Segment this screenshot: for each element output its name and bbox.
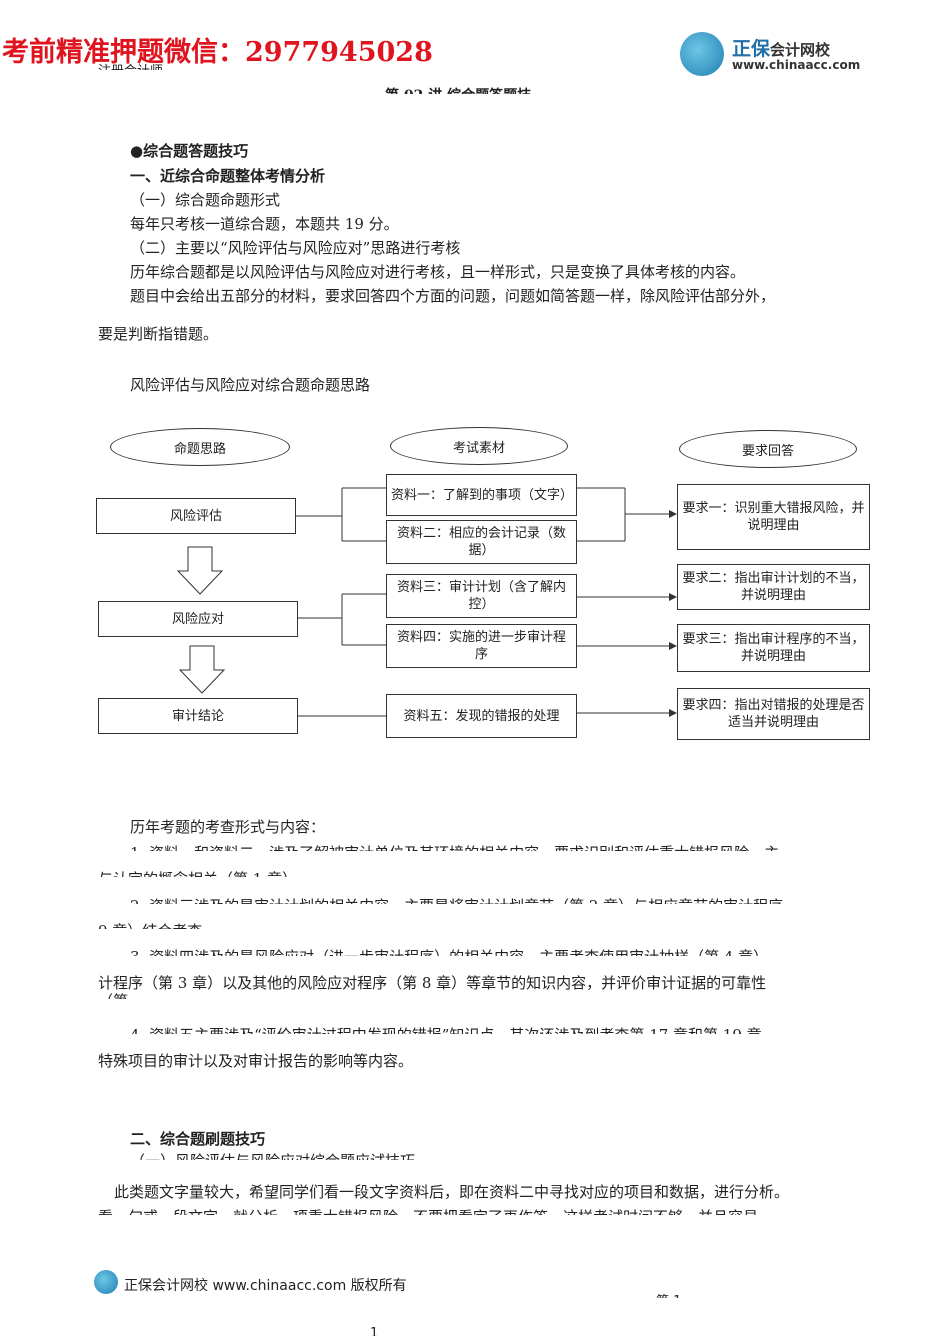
watermark-text: 考前精准押题微信：2977945028 <box>2 37 433 68</box>
box-risk-assessment: 风险评估 <box>96 498 296 534</box>
heading-1: 一、近综合命题整体考情分析 <box>130 167 326 185</box>
cut-line: （第 <box>98 990 128 999</box>
box-requirement-3: 要求三：指出审计程序的不当，并说明理由 <box>677 624 870 672</box>
paragraph: 特殊项目的审计以及对审计报告的影响等内容。 <box>98 1052 414 1070</box>
cut-line: 与认定的概念相关（第 1 章） <box>98 868 297 877</box>
box-risk-response: 风险应对 <box>98 601 298 637</box>
box-requirement-2: 要求二：指出审计计划的不当，并说明理由 <box>677 564 870 610</box>
logo-icon <box>680 32 724 76</box>
box-requirement-1: 要求一：识别重大错报风险，并说明理由 <box>677 484 870 550</box>
box-material-5: 资料五：发现的错报的处理 <box>386 694 577 738</box>
box-requirement-4: 要求四：指出对错报的处理是否适当并说明理由 <box>677 688 870 740</box>
header-left-cut: 注册会计师 <box>98 60 163 70</box>
logo-name: 正保 <box>732 38 771 60</box>
history-title: 历年考题的考查形式与内容： <box>130 818 326 836</box>
box-material-1: 资料一：了解到的事项（文字） <box>386 474 577 516</box>
chinaacc-logo[interactable]: 正保会计网校 www.chinaacc.com <box>680 30 880 80</box>
footer-page-cut: 第 1 <box>656 1290 681 1298</box>
footer-logo-icon <box>94 1270 118 1294</box>
paragraph: 题目中会给出五部分的材料，要求回答四个方面的问题，问题如简答题一样，除风险评估部… <box>130 287 776 305</box>
paragraph: 要是判断指错题。 <box>98 325 219 343</box>
logo-url: www.chinaacc.com <box>732 58 861 72</box>
diagram-title: 风险评估与风险应对综合题命题思路 <box>130 376 371 394</box>
heading-2: 二、综合题刷题技巧 <box>130 1130 266 1148</box>
section-bullet: ●综合题答题技巧 <box>130 142 249 160</box>
paragraph: 此类题文字量较大，希望同学们看一段文字资料后，即在资料二中寻找对应的项目和数据，… <box>114 1183 790 1201</box>
box-material-4: 资料四：实施的进一步审计程序 <box>386 624 577 668</box>
oval-proposition: 命题思路 <box>110 428 290 466</box>
cut-line: 1. 资料一和资料二，涉及了解被审计单位及其环境的相关内容，要求识别和评估重大错… <box>130 842 779 851</box>
footer-text: 正保会计网校 www.chinaacc.com 版权所有 <box>124 1278 407 1294</box>
diagram-connectors <box>176 487 677 717</box>
oval-materials: 考试素材 <box>390 427 568 465</box>
box-audit-conclusion: 审计结论 <box>98 698 298 734</box>
cut-line: 3. 资料四涉及的是风险应对（进一步审计程序）的相关内容，主要考查使用审计抽样（… <box>130 946 768 956</box>
paragraph: 每年只考核一道综合题，本题共 19 分。 <box>130 215 399 233</box>
logo-sub: 会计网校 <box>770 41 831 59</box>
paragraph: （二）主要以“风险评估与风险应对”思路进行考核 <box>130 239 461 257</box>
paragraph: 计程序（第 3 章）以及其他的风险应对程序（第 8 章）等章节的知识内容，并评价… <box>98 974 767 992</box>
box-material-3: 资料三：审计计划（含了解内控） <box>386 574 577 618</box>
cut-line: 4. 资料五主要涉及“评价审计过程中发现的错报”知识点，其次还涉及到考查第 17… <box>130 1024 762 1034</box>
cut-line: 9 章）结合考查。 <box>98 920 217 929</box>
cut-line: 2. 资料三涉及的是审计计划的相关内容，主要是将审计计划章节（第 2 章）与相应… <box>130 895 783 904</box>
header-title-cut: 第 02 讲 综合题答题技 <box>385 85 531 94</box>
cut-line: 看一句或一段文字，就分析一项重大错报风险，不要把看完了再作答，这样考试时间不够，… <box>98 1206 758 1215</box>
cut-line: （一）风险评估与风险应对综合题应试技巧 <box>130 1150 415 1160</box>
box-material-2: 资料二：相应的会计记录（数据） <box>386 520 577 564</box>
oval-requirements: 要求回答 <box>679 430 857 468</box>
paragraph: （一）综合题命题形式 <box>130 191 281 209</box>
paragraph: 历年综合题都是以风险评估与风险应对进行考核，且一样形式，只是变换了具体考核的内容… <box>130 263 746 281</box>
page-number: 1 <box>370 1326 379 1336</box>
